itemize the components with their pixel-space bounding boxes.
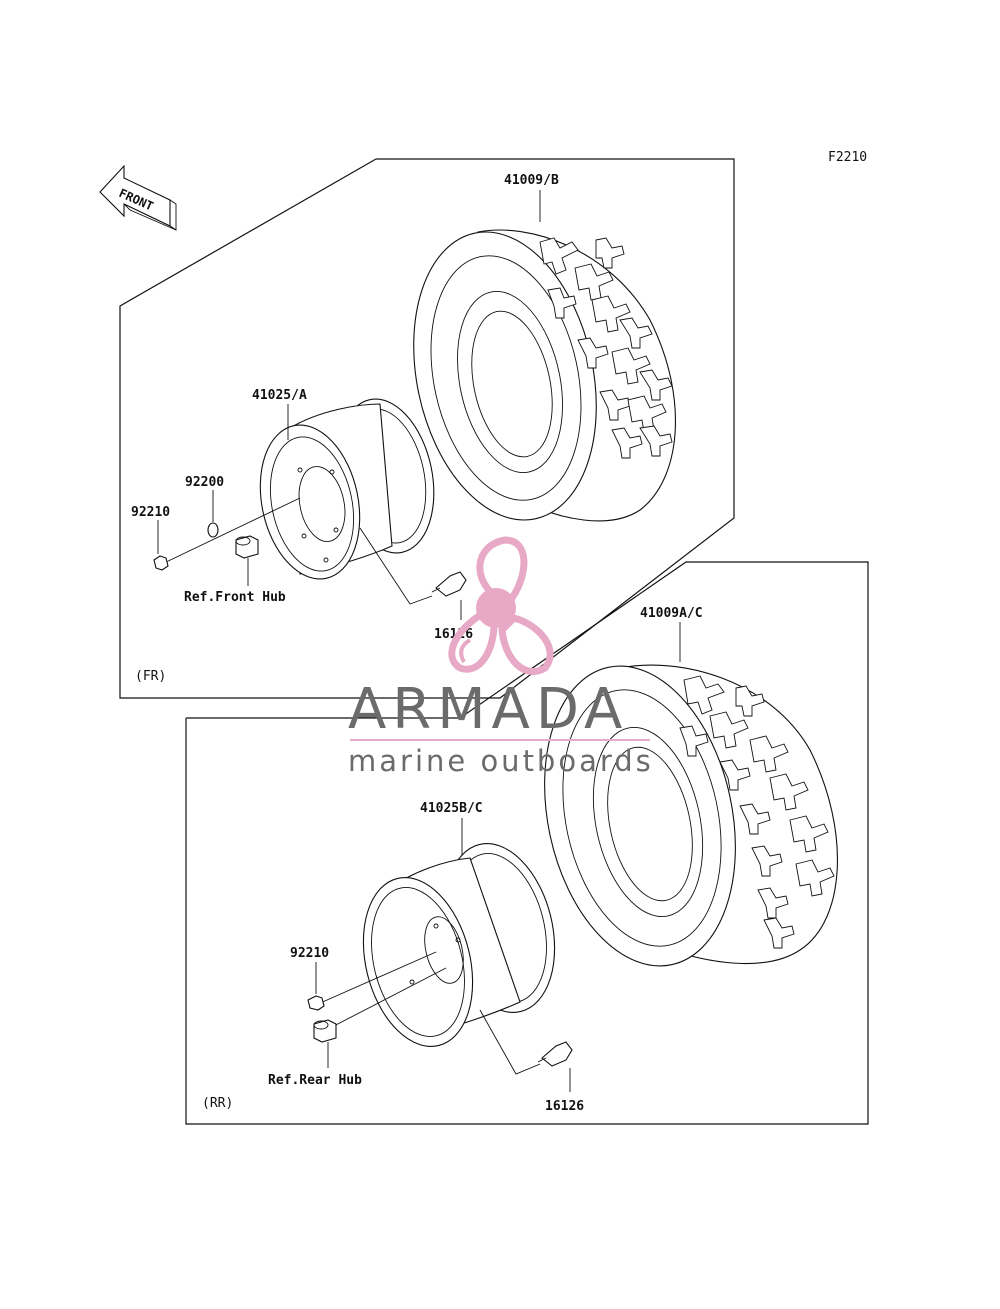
armada-watermark: ARMADA marine outboards [348, 536, 654, 778]
rear-hub-axis-line [329, 967, 447, 1029]
rear-nut-part-number: 92210 [290, 946, 329, 961]
front-washer [207, 522, 219, 538]
rear-valve-part-number: 16126 [545, 1099, 584, 1114]
rear-tire-part-number: 41009A/C [640, 606, 703, 621]
rear-section-label: (RR) [202, 1096, 233, 1111]
figure-code: F2210 [828, 150, 867, 165]
rear-section-frame [185, 561, 869, 1125]
armada-propeller-logo-icon [448, 536, 554, 676]
front-rim [259, 398, 435, 580]
rear-tire [544, 664, 838, 967]
watermark-brand: ARMADA [348, 677, 628, 742]
rear-rim-part-number: 41025B/C [420, 801, 483, 816]
front-rim-part-number: 41025/A [252, 388, 307, 403]
watermark-tagline: marine outboards [348, 744, 654, 778]
front-tire [413, 229, 676, 522]
front-valve-rim-leader [359, 527, 433, 605]
front-tire-part-number: 41009/B [504, 173, 559, 188]
rear-rim [362, 843, 556, 1047]
front-hub-ref-label: Ref.Front Hub [184, 590, 286, 605]
rear-valve-rim-leader [479, 1009, 541, 1075]
rear-hub-ref [313, 1019, 337, 1043]
front-section-label: (FR) [135, 669, 166, 684]
rear-nut [307, 995, 325, 1011]
front-section-frame [119, 158, 735, 699]
front-tire-tread [539, 237, 673, 459]
rear-tire-tread [679, 675, 835, 949]
rear-hub-ref-label: Ref.Rear Hub [268, 1073, 362, 1088]
front-nut-part-number: 92210 [131, 505, 170, 520]
front-valve [431, 571, 467, 597]
rear-stud-axis-line [317, 951, 437, 1005]
front-nut [153, 555, 169, 571]
front-stud-axis-line [161, 497, 301, 565]
rear-valve [537, 1041, 573, 1067]
front-washer-part-number: 92200 [185, 475, 224, 490]
front-hub-ref [235, 535, 259, 559]
front-direction-arrow-icon: FRONT [99, 164, 177, 231]
